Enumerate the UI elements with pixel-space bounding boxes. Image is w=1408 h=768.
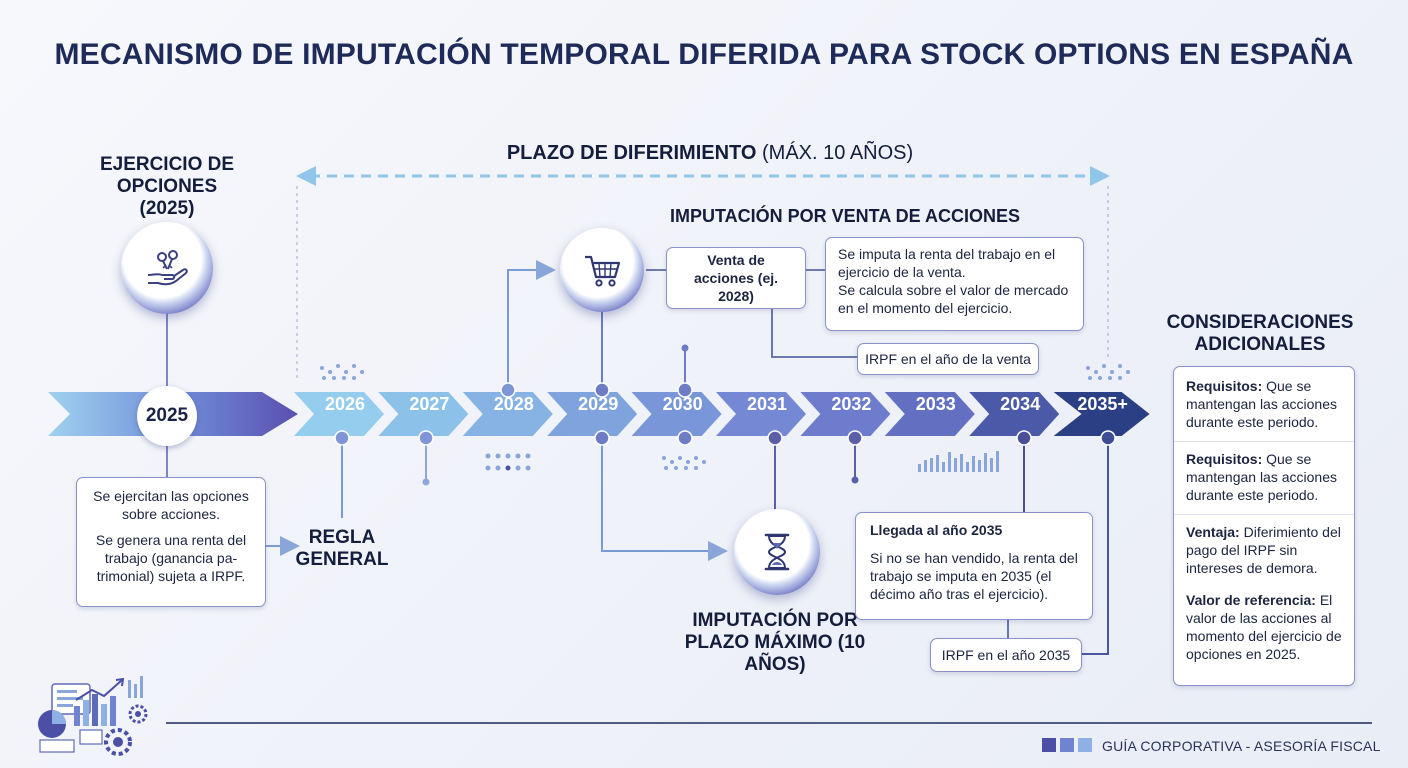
venta-title: IMPUTACIÓN POR VENTA DE ACCIONES: [669, 206, 1020, 226]
timeline-chevrons: [294, 392, 1150, 436]
regla-general-label: REGLA GENERAL: [295, 527, 389, 570]
decorative-bars: [918, 451, 999, 472]
timeline-chevron: [800, 392, 891, 436]
year-label: 2027: [409, 394, 450, 414]
year-label: 2035+: [1077, 394, 1128, 414]
consideracion-label: Valor de referencia:: [1186, 592, 1316, 608]
year-2025-badge: 2025: [137, 386, 197, 446]
year-label: 2034: [1000, 394, 1041, 414]
shopping-cart-icon: [585, 255, 621, 287]
timeline-chevron: [378, 392, 469, 436]
venta-desc-box: Se imputa la renta del trabajo en el eje…: [825, 237, 1084, 331]
maximo-title: IMPUTACIÓN POR PLAZO MÁXIMO (10 AÑOS): [684, 610, 866, 675]
plazo-label-rest: (MÁX. 10 AÑOS): [756, 142, 914, 164]
footer-squares: [1042, 738, 1092, 752]
consideracion-item: Valor de referencia: El valor de las acc…: [1174, 591, 1354, 663]
plazo-arrow: [296, 166, 1110, 378]
year-label: 2026: [324, 394, 366, 414]
page-title: MECANISMO DE IMPUTACIÓN TEMPORAL DIFERID…: [54, 38, 1354, 71]
consideracion-item: Ventaja: Diferimiento del pago del IRPF …: [1174, 523, 1354, 577]
timeline-chevron: [1053, 392, 1150, 436]
decorative-dots: [320, 364, 1130, 471]
llegada-box: Llegada al año 2035 Si no se han vendido…: [855, 512, 1093, 620]
venta-desc2: Se calcula sobre el valor de mercado en …: [838, 282, 1069, 316]
consideracion-item: Requisitos: Que se mantengan las accione…: [1174, 377, 1354, 442]
year-label: 2028: [493, 394, 534, 414]
timeline-chevron: [969, 392, 1060, 436]
plazo-label: PLAZO DE DIFERIMIENTO (MÁX. 10 AÑOS): [300, 142, 1120, 165]
venta-label: Venta de acciones (ej. 2028): [693, 252, 779, 304]
year-label: 2033: [915, 394, 956, 414]
ejercicio-box-line1: Se ejercitan las opciones sobre acciones…: [93, 488, 249, 522]
consideracion-label: Ventaja:: [1186, 524, 1240, 540]
venta-irpf-box: IRPF en el año de la venta: [857, 343, 1039, 375]
year-label: 2030: [662, 394, 703, 414]
timeline-chevron: [294, 392, 384, 436]
consideracion-label: Requisitos:: [1186, 451, 1263, 467]
consideracion-text: Que se mantengan las acciones durante es…: [1186, 378, 1337, 430]
consideraciones-box: Requisitos: Que se mantengan las accione…: [1173, 366, 1355, 686]
ejercicio-box-line2: Se genera una renta del trabajo (gananci…: [95, 532, 247, 584]
llegada-box-text: Si no se han vendido, la renta del traba…: [870, 550, 1078, 602]
footer-label: GUÍA CORPORATIVA - ASESORÍA FISCAL: [1102, 738, 1381, 754]
plazo-label-bold: PLAZO DE DIFERIMIENTO: [506, 142, 757, 164]
consideracion-label: Requisitos:: [1186, 378, 1263, 394]
maximo-irpf-box: IRPF en el año 2035: [930, 638, 1082, 672]
hand-key-icon: [147, 250, 188, 286]
analytics-illustration-icon: [38, 676, 148, 756]
timeline-chevron: [884, 392, 975, 436]
consideraciones-title: CONSIDERACIONES ADICIONALES: [1166, 312, 1354, 355]
consideracion-text: El valor de las acciones al momento del …: [1186, 592, 1342, 662]
venta-desc1: Se imputa la renta del trabajo en el eje…: [838, 246, 1056, 280]
ejercicio-title: EJERCICIO DE OPCIONES (2025): [99, 154, 235, 219]
consideracion-text: Que se mantengan las acciones durante es…: [1186, 451, 1337, 503]
timeline-chevron: [547, 392, 638, 436]
venta-circle: [560, 228, 644, 312]
venta-label-box: Venta de acciones (ej. 2028): [666, 247, 806, 309]
ejercicio-circle: [121, 222, 213, 314]
consideracion-item: Requisitos: Que se mantengan las accione…: [1174, 450, 1354, 515]
ejercicio-box: Se ejercitan las opciones sobre acciones…: [76, 477, 266, 607]
maximo-circle: [734, 509, 820, 595]
timeline-chevron: [462, 392, 553, 436]
consideracion-text: Diferimiento del pago del IRPF sin inter…: [1186, 524, 1341, 576]
hourglass-icon: [764, 533, 790, 571]
timeline-chevron: [631, 392, 722, 436]
year-label: 2031: [746, 394, 788, 414]
timeline-chevron: [716, 392, 806, 436]
llegada-box-title: Llegada al año 2035: [870, 522, 1003, 538]
year-label: 2032: [831, 394, 872, 414]
year-label: 2029: [578, 394, 619, 414]
